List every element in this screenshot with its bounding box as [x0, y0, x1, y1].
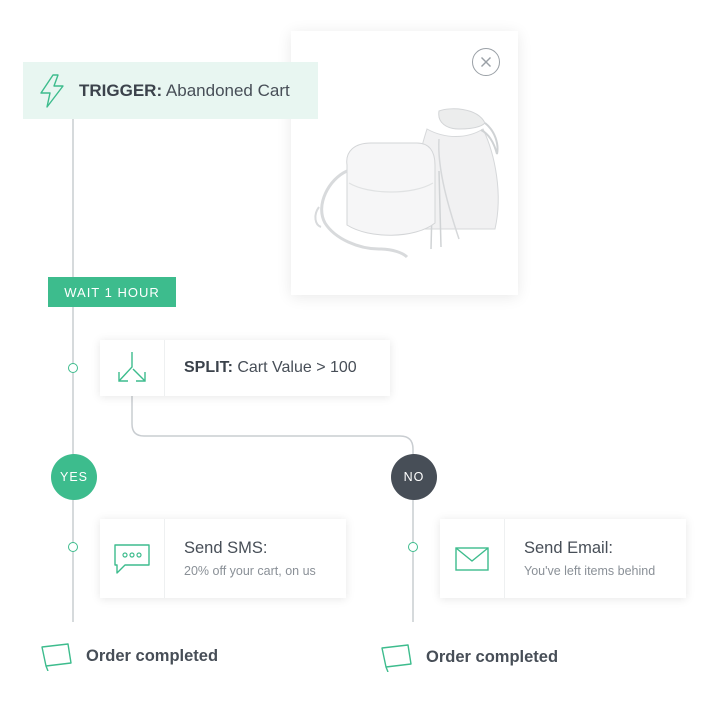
product-preview-card [291, 31, 518, 295]
split-arrows-icon [118, 352, 146, 382]
lightning-icon [40, 73, 64, 108]
order-completed-label: Order completed [86, 646, 219, 665]
envelope-icon [455, 546, 489, 571]
sms-icon-cell [100, 519, 165, 598]
flag-icon [41, 643, 72, 671]
yes-branch-node[interactable]: YES [51, 454, 97, 500]
sms-subtitle: 20% off your cart, on us [184, 564, 316, 578]
flow-node [408, 542, 418, 552]
flag-icon [381, 644, 412, 672]
email-subtitle: You've left items behind [524, 564, 656, 578]
email-icon-cell [440, 519, 505, 598]
flow-node [68, 363, 78, 373]
send-email-card[interactable]: Send Email: You've left items behind [440, 519, 686, 598]
close-button[interactable] [472, 48, 500, 76]
email-card-body: Send Email: You've left items behind [505, 539, 655, 578]
split-title: SPLIT: Cart Value > 100 [184, 359, 357, 376]
no-branch-node[interactable]: NO [391, 454, 437, 500]
email-title: Send Email: [524, 539, 613, 557]
split-icon-cell [100, 340, 165, 396]
send-sms-card[interactable]: Send SMS: 20% off your cart, on us [100, 519, 346, 598]
order-completed-step-no: Order completed [380, 642, 558, 672]
flow-node [68, 542, 78, 552]
order-completed-label: Order completed [426, 647, 559, 666]
sms-icon [114, 543, 150, 574]
split-step-card[interactable]: SPLIT: Cart Value > 100 [100, 340, 390, 396]
sms-card-body: Send SMS: 20% off your cart, on us [165, 539, 316, 578]
split-card-body: SPLIT: Cart Value > 100 [165, 359, 357, 377]
sms-title: Send SMS: [184, 539, 268, 557]
trigger-step[interactable]: TRIGGER: Abandoned Cart [23, 62, 318, 119]
trigger-label: TRIGGER: Abandoned Cart [79, 80, 290, 100]
handbag-image [314, 108, 499, 259]
wait-step-badge[interactable]: WAIT 1 HOUR [48, 277, 176, 307]
order-completed-step-yes: Order completed [40, 641, 218, 671]
close-icon [481, 57, 491, 67]
